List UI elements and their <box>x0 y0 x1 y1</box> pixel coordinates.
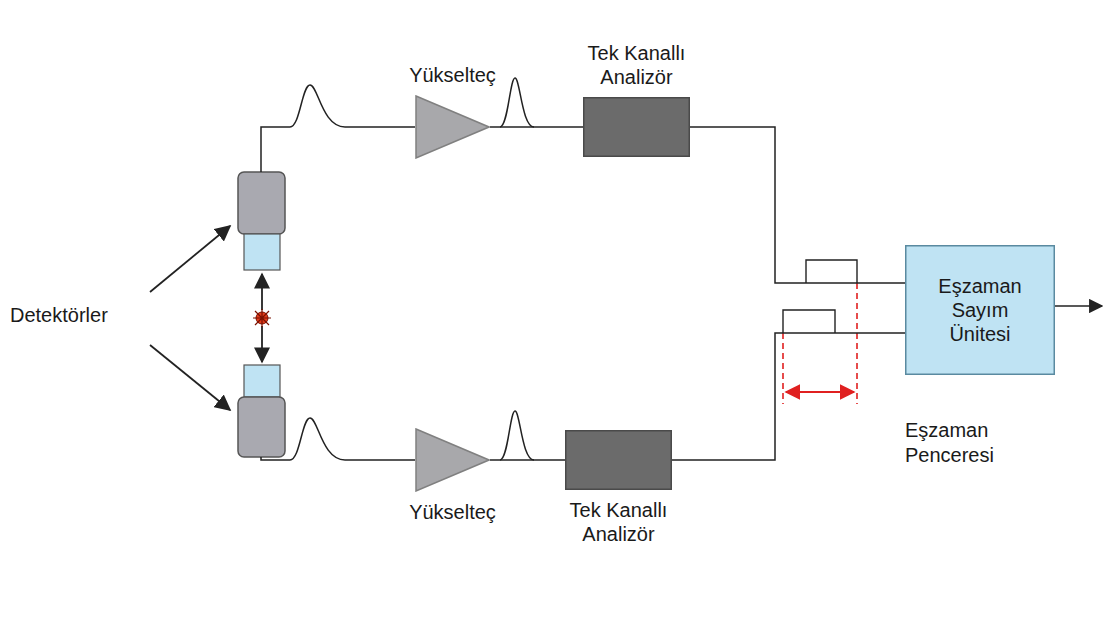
single-channel-analyzer: Tek Kanallı Analizör <box>583 97 690 157</box>
analyzer-label: Tek Kanallı Analizör <box>544 498 694 546</box>
detector-crystal <box>244 365 280 397</box>
leader-arrow <box>150 226 230 292</box>
box-outline <box>583 97 690 157</box>
coincidence-unit: Eşzaman Sayım Ünitesi <box>905 245 1055 375</box>
window-label: Eşzaman Penceresi <box>905 418 1025 468</box>
detector-signal-wire <box>261 418 415 460</box>
unit-label: Eşzaman Sayım Ünitesi <box>925 274 1035 346</box>
gate-pulse <box>806 260 857 283</box>
single-channel-analyzer: Tek Kanallı Analizör <box>565 430 672 490</box>
triangle-outline <box>415 428 490 492</box>
radioactive-source <box>253 309 271 327</box>
gate-pulse <box>783 310 835 333</box>
output-arrow <box>1055 305 1102 307</box>
detector-signal-wire <box>261 85 415 172</box>
amplifier-label: Yükselteç <box>378 63 528 87</box>
gamma-ray <box>261 326 263 362</box>
signal-connector <box>490 459 565 461</box>
window-width-arrow <box>786 391 854 393</box>
detector-body <box>238 172 285 234</box>
signal-connector <box>672 333 905 460</box>
gamma-ray <box>261 274 263 310</box>
detector-body <box>238 397 285 457</box>
signal-connector <box>690 127 905 283</box>
window-marker <box>782 333 784 404</box>
leader-arrow <box>150 345 230 410</box>
detector-label: Detektörler <box>10 303 150 328</box>
amplified-pulse <box>500 411 534 460</box>
triangle-outline <box>415 95 490 159</box>
signal-connector <box>490 126 583 128</box>
amplifier-triangle: Yükselteç <box>415 95 490 159</box>
amplified-pulse <box>500 78 534 127</box>
amplifier-label: Yükselteç <box>378 500 528 524</box>
analyzer-label: Tek Kanallı Analizör <box>562 41 712 89</box>
window-marker <box>856 283 858 404</box>
box-outline <box>565 430 672 490</box>
detector-crystal <box>244 234 280 270</box>
amplifier-triangle: Yükselteç <box>415 428 490 492</box>
